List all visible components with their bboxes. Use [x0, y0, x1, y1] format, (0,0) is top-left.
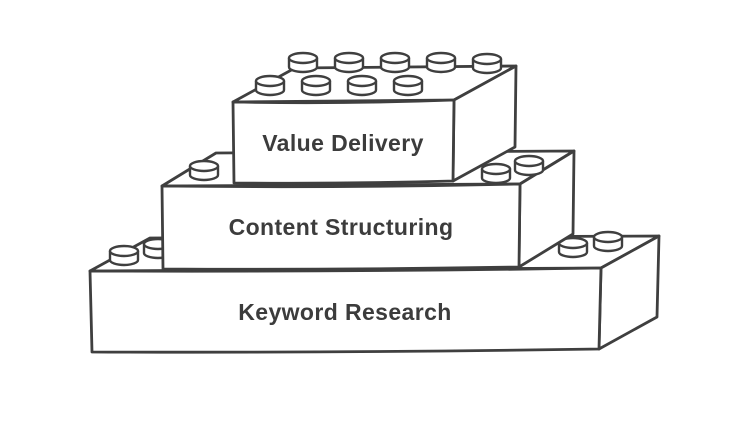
- brick-label: Keyword Research: [238, 299, 452, 325]
- stud-icon: [346, 74, 378, 97]
- stud-icon: [480, 162, 512, 185]
- stud-icon: [333, 51, 365, 74]
- stud-icon: [513, 154, 545, 177]
- brick-front-face: [231, 98, 456, 185]
- stud-icon: [300, 74, 332, 97]
- brick-front-face: [160, 182, 522, 271]
- stud-icon: [557, 236, 589, 259]
- stud-icon: [392, 74, 424, 97]
- stud-icon: [254, 74, 286, 97]
- stud-icon: [188, 159, 220, 182]
- stud-icon: [425, 51, 457, 74]
- brick-level-3: Value Delivery: [231, 51, 518, 185]
- brick-label: Value Delivery: [262, 130, 424, 156]
- stud-icon: [287, 51, 319, 74]
- stud-icon: [379, 51, 411, 74]
- stud-icon: [471, 52, 503, 75]
- stud-icon: [592, 230, 624, 253]
- brick-front-face: [88, 266, 603, 354]
- stud-icon: [108, 244, 140, 267]
- brick-label: Content Structuring: [229, 214, 454, 240]
